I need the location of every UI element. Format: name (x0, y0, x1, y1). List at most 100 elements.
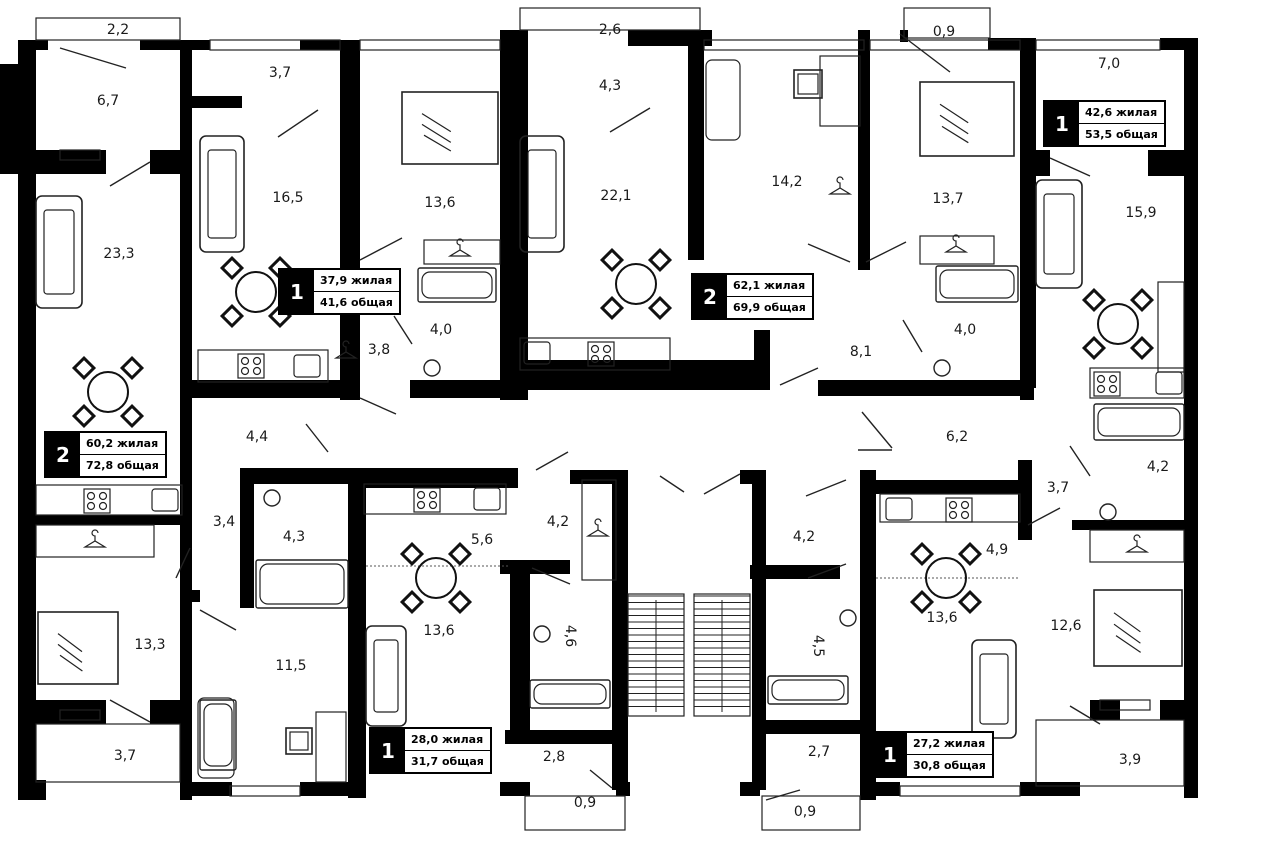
armchair-icon (705, 59, 741, 141)
balcony-outline (519, 7, 701, 31)
room-count: 1 (1045, 102, 1079, 145)
window (899, 785, 1021, 797)
wall (740, 782, 760, 796)
sofa-seat (207, 149, 237, 239)
area-room: 14,2 (771, 174, 803, 190)
wall (510, 565, 530, 730)
sink-icon (151, 488, 179, 512)
sofa-seat (373, 639, 399, 713)
area-room: 13,6 (424, 195, 456, 211)
area-room: 12,6 (1050, 618, 1082, 634)
door-swing (59, 47, 127, 69)
sink-icon (473, 487, 501, 511)
stair-flight (627, 593, 685, 717)
chair-icon (909, 589, 935, 615)
bed-icon (401, 91, 499, 165)
thin-lines (35, 7, 1185, 831)
chair-icon (1081, 335, 1107, 361)
burner-icon (948, 510, 958, 520)
wall (1036, 150, 1050, 176)
room-count: 2 (46, 433, 80, 476)
balcony-outline (524, 795, 626, 831)
area-room: 4,3 (282, 529, 306, 545)
wall (1020, 38, 1036, 388)
sink-icon (293, 354, 321, 378)
wall (920, 380, 1030, 396)
door-swing (659, 475, 685, 493)
toilet-icon (263, 489, 281, 507)
burner-icon (602, 354, 612, 364)
chair-icon (71, 355, 97, 381)
sofa-seat (979, 653, 1009, 725)
area-room: 2,8 (542, 749, 566, 765)
wall (762, 720, 862, 734)
window (59, 149, 101, 161)
wall (36, 40, 48, 50)
area-room: 8,1 (849, 344, 873, 360)
bathtub-inner (203, 703, 233, 767)
area-room: 13,6 (926, 610, 958, 626)
burner-icon (252, 356, 262, 366)
bathtub-icon (199, 699, 237, 771)
burner-icon (98, 501, 108, 511)
total-area: 30,8 общая (907, 754, 992, 776)
area-room: 16,5 (272, 190, 304, 206)
bathtub-icon (417, 267, 497, 303)
burner-icon (960, 500, 970, 510)
living-area: 37,9 жилая (320, 274, 393, 287)
dining-table-icon (87, 371, 129, 413)
burner-icon (1096, 384, 1106, 394)
walls (0, 30, 1198, 800)
wall (876, 480, 1026, 494)
door-swing (609, 107, 651, 133)
kitchen-counter (363, 483, 507, 515)
burner-icon (252, 366, 262, 376)
chair-icon (599, 295, 625, 321)
chair-icon (447, 541, 473, 567)
total-area: 31,7 общая (405, 750, 490, 772)
chair-icon (647, 247, 673, 273)
wall (1148, 150, 1184, 176)
area-room: 4,2 (546, 514, 570, 530)
wall (500, 560, 570, 574)
dining-table-icon (415, 557, 457, 599)
bathtub-inner (939, 269, 1015, 299)
wall (988, 38, 1020, 50)
window (869, 39, 1021, 51)
room-count: 1 (873, 733, 907, 776)
wall (1020, 782, 1080, 796)
burner-icon (98, 491, 108, 501)
burner-icon (240, 366, 250, 376)
chair-icon (71, 403, 97, 429)
bed-icon (919, 81, 1015, 157)
door-swing (1027, 507, 1061, 526)
wall (348, 468, 366, 798)
chair-icon (447, 589, 473, 615)
window (1099, 699, 1151, 711)
stove-icon (587, 341, 615, 367)
area-room-vertical: 4,6 (562, 624, 578, 648)
window (1035, 39, 1161, 51)
wall (180, 460, 192, 800)
hanger-icon (447, 238, 473, 257)
wall (688, 30, 704, 260)
door-swing (899, 33, 951, 73)
sofa-icon (971, 639, 1017, 739)
wall (616, 782, 630, 796)
area-room-vertical: 4,5 (810, 634, 826, 658)
burner-icon (1096, 374, 1106, 384)
wall (858, 30, 870, 270)
area-room: 13,6 (423, 623, 455, 639)
apartment-badge: 2 60,2 жилая 72,8 общая (44, 431, 167, 478)
stove-icon (945, 497, 973, 523)
door-swing (865, 241, 907, 263)
wall (300, 782, 360, 796)
door-swing (531, 567, 571, 585)
wall (410, 380, 510, 398)
wall (192, 96, 242, 108)
hanger-icon (585, 518, 611, 537)
wall (36, 780, 46, 800)
area-room: 13,3 (134, 637, 166, 653)
area-balcony: 0,9 (573, 795, 597, 811)
bathtub-icon (1093, 403, 1185, 441)
